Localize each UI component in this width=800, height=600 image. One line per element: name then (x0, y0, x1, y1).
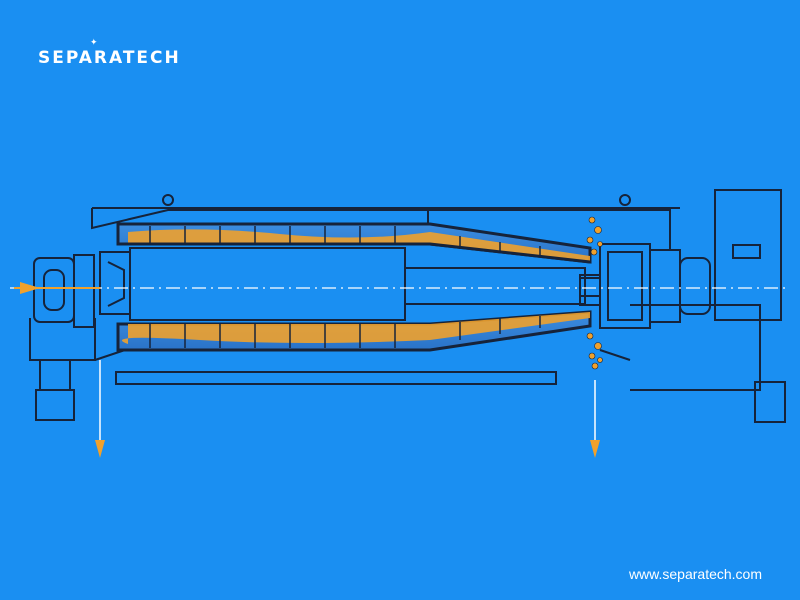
solids-discharge-arrow-icon (590, 380, 600, 458)
brand-logo: SEPARATECH (38, 48, 181, 68)
feed-arrow-icon (14, 282, 100, 294)
website-url[interactable]: www.separatech.com (628, 566, 762, 582)
conveyor-flights (149, 226, 541, 348)
bowl-upper (116, 222, 592, 264)
liquid-discharge-arrow-icon (95, 360, 105, 458)
conveyor-hub (99, 247, 601, 321)
logo-spark-icon: ✦ (90, 38, 98, 48)
bowl-lower (116, 310, 592, 352)
feed-inlet-housing (33, 254, 95, 328)
base-frame (29, 304, 786, 423)
upper-housing (91, 189, 782, 321)
solids-particles (586, 216, 603, 370)
